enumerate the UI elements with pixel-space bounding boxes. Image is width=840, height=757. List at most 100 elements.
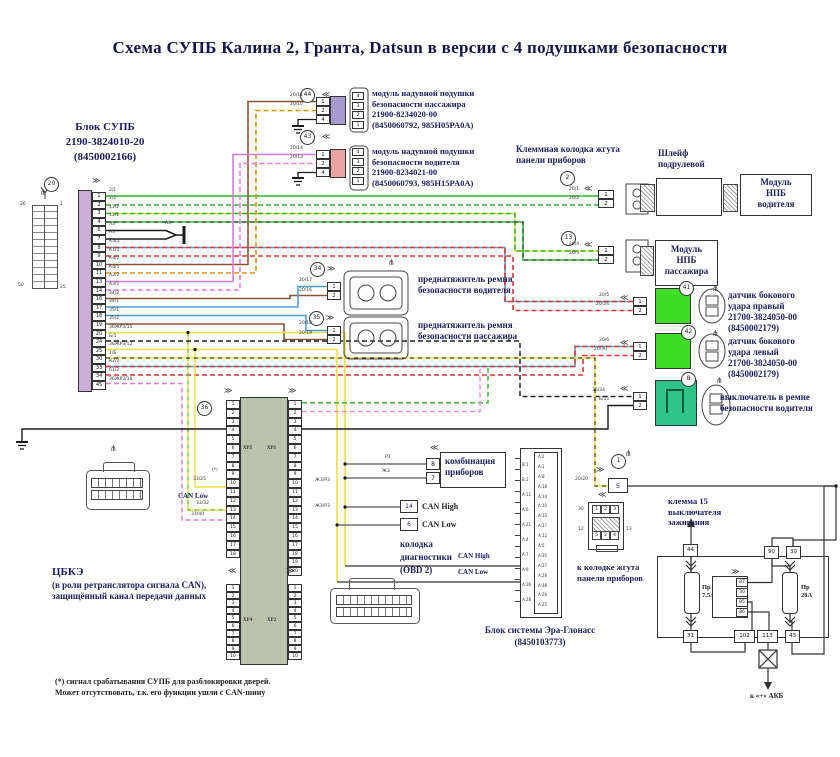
circled-number: 35 (309, 311, 324, 326)
era-label: Блок системы Эра-Глонасс(8450103773) (450, 624, 630, 648)
terminal: 102 (734, 630, 755, 643)
text-line: панели приборов (516, 155, 586, 165)
text-line: модуль надувной подушки (372, 88, 475, 98)
text-line: удара правый (728, 301, 785, 311)
chevron-icon: ⋔ (712, 284, 719, 293)
wire-code: 20/4 (569, 242, 580, 247)
text-line: (8450103773) (514, 637, 566, 647)
grid-cell: 1 (592, 505, 601, 514)
pin-number: 2 (226, 591, 240, 600)
pin-number: 11 (288, 487, 302, 497)
cbke-xp4-label: XP4 (243, 618, 253, 623)
pin-number: 4 (226, 606, 240, 615)
grid-latch (596, 545, 618, 552)
battery-label: к «+» АКБ (750, 692, 784, 700)
pin-number: 9 (92, 252, 106, 261)
text-line: модуль надувной подушки (372, 146, 475, 156)
grid-cell: 4 (610, 531, 619, 540)
wire-code: 26 (20, 202, 26, 207)
text-line: преднатяжитель ремня (418, 274, 513, 284)
grid-cell: 5 (592, 531, 601, 540)
cell-number: 3 (352, 101, 364, 110)
cbke-xp2-label: XP2 (267, 618, 277, 623)
pin-number: 1 (633, 392, 647, 401)
pin-number: 7 (288, 629, 302, 638)
pin-number: 4 (226, 426, 240, 436)
chevron-icon: ≫ (224, 386, 233, 395)
wires-ground-a3 (106, 226, 186, 244)
pin-label: A:21 (522, 522, 532, 527)
pin-label: A:6 (522, 507, 529, 512)
pin-number: 14 (226, 514, 240, 524)
pin-label: A:37 (538, 562, 548, 568)
text-line: (8450060792, 985H05PA0A) (372, 119, 474, 130)
pin-number: 15 (226, 523, 240, 532)
wire-code: (*) (212, 468, 218, 473)
pin-number: 20 (92, 329, 106, 339)
text-line: к колодке жгута (577, 562, 640, 572)
wire-code: 13 (626, 527, 632, 532)
wire-code: Ж3 (382, 469, 390, 474)
wire-code: 30 (578, 507, 584, 512)
wire-code: 33/40 (191, 512, 204, 517)
wire-code: А3 (165, 221, 171, 226)
pin-number: 3 (226, 599, 240, 607)
switch8-block (655, 380, 697, 426)
circled-number: 41 (679, 281, 694, 296)
pin-number: 4 (316, 168, 330, 177)
terminal: 44 (683, 544, 698, 557)
wire-code: 33/32 (196, 501, 209, 506)
shleif-box (656, 178, 722, 216)
pin-label: A:18 (538, 483, 548, 489)
text-line: 7,5А (702, 592, 715, 599)
pin-number: 10 (288, 652, 302, 660)
signal-label: CAN Low (178, 492, 209, 500)
pin-number: 9 (288, 644, 302, 653)
pin-number: 17 (288, 540, 302, 550)
cbke-title: ЦБКЭ (52, 566, 84, 578)
circled-number: 43 (300, 130, 315, 145)
terminal: 43 (785, 630, 800, 643)
fuse-7a (684, 572, 700, 614)
chevron-icon: ≫ (731, 567, 740, 576)
wire-code: 20/2 (569, 196, 580, 201)
text-line: панели приборов (577, 572, 643, 583)
pin-number: 16 (288, 531, 302, 541)
era-inner-block (534, 452, 558, 614)
cell-number: 4 (352, 148, 364, 156)
wires-switch-power (21, 340, 838, 655)
pin-number: 20 (288, 567, 302, 576)
obd-pin-low: 6 (400, 518, 418, 531)
pin-label: A:5 (538, 543, 545, 549)
text-line: (8450002166) (73, 151, 137, 163)
wire-code: 2/1 (109, 187, 117, 193)
pin-number: 1 (633, 297, 647, 306)
fuse-20a (782, 572, 798, 614)
text-line: Шлейф (658, 148, 689, 158)
chevron-icon: ≪ (620, 338, 629, 347)
wire-code: А3 (109, 221, 115, 227)
wire-code: 2/2 (109, 196, 117, 202)
wire-code: 36ЖР3/12 (109, 342, 133, 348)
terminal: 31 (683, 630, 698, 643)
text-line: датчик бокового (728, 336, 795, 346)
pin-number: 3 (288, 417, 302, 427)
obd-can-low-label: CAN Low (422, 520, 457, 529)
wires-can-bus (106, 330, 520, 583)
wire-code: 20/3 (569, 251, 580, 256)
chevron-icon: ⋔ (110, 444, 117, 453)
pin-label: A:26 (538, 592, 548, 598)
connector-cells (91, 478, 143, 488)
pin-number: 9 (226, 470, 240, 480)
cell-number: 3 (352, 157, 364, 166)
text-line: (в роли ретранслятора сигнала CAN), (52, 580, 207, 590)
wires-airbag-modules (106, 100, 316, 291)
pin-number: 25 (92, 346, 106, 356)
cbke-xp5-label: XP5 (243, 446, 253, 451)
pin-label: A:13 (538, 513, 548, 519)
